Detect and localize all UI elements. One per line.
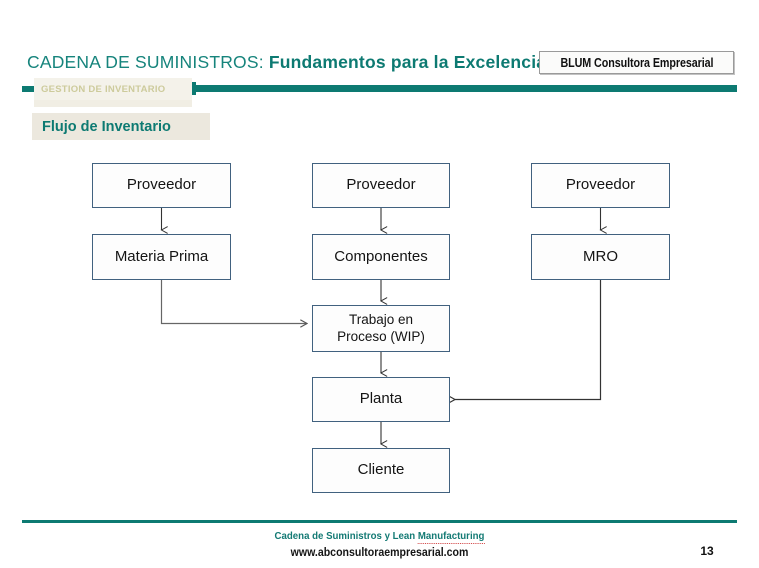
subtitle-banner: Flujo de Inventario: [32, 113, 210, 140]
section-tab-label: GESTION DE INVENTARIO: [41, 83, 166, 95]
flow-node-label: Materia Prima: [114, 247, 209, 265]
slide-header: CADENA DE SUMINISTROS: Fundamentos para …: [0, 0, 759, 150]
header-rule-bar: [196, 85, 737, 92]
brand-logo: BLUM Consultora Empresarial: [539, 51, 734, 74]
footer-course-title: Cadena de Suministros y Lean Manufacturi…: [30, 530, 728, 544]
page-title-bold: Fundamentos para la Excelencia: [268, 52, 547, 72]
edge-mro-planta: [455, 280, 602, 400]
header-rule-dash: [22, 86, 42, 92]
header-rule-tip: [192, 82, 196, 95]
flow-node-label: Proveedor: [126, 176, 197, 194]
brand-logo-label: BLUM Consultora Empresarial: [560, 55, 713, 70]
flow-node-proveedor-1[interactable]: Proveedor: [92, 163, 231, 208]
flow-node-mro[interactable]: MRO: [531, 234, 670, 280]
footer-rule: [22, 520, 737, 523]
flow-node-label: Cliente: [357, 461, 405, 479]
footer-course-title-spellchecked: Manufacturing: [417, 530, 485, 544]
flow-node-label: Componentes: [334, 247, 428, 265]
page-number: 13: [700, 544, 714, 558]
section-tab-shadow: [34, 100, 192, 107]
footer-website-url: www.abconsultoraempresarial.com: [290, 547, 469, 559]
flow-node-label: Planta: [359, 390, 403, 408]
page-title-light: CADENA DE SUMINISTROS:: [27, 52, 264, 72]
flow-node-label: Proveedor: [565, 176, 636, 194]
page-title: CADENA DE SUMINISTROS: Fundamentos para …: [27, 52, 546, 73]
flow-node-label-line-1: Trabajo en: [348, 312, 414, 328]
flow-node-label: Proveedor: [346, 176, 416, 194]
flow-node-planta[interactable]: Planta: [312, 377, 450, 422]
subtitle-banner-label: Flujo de Inventario: [42, 118, 171, 135]
flow-node-label-line-2: Proceso (WIP): [337, 328, 425, 344]
flow-node-label: MRO: [583, 247, 618, 265]
section-tab: GESTION DE INVENTARIO: [34, 78, 192, 100]
footer-course-title-prefix: Cadena de Suministros y Lean: [274, 530, 418, 542]
flow-node-cliente[interactable]: Cliente: [312, 448, 450, 493]
flow-node-proveedor-2[interactable]: Proveedor: [312, 163, 450, 208]
flow-node-componentes[interactable]: Componentes: [312, 234, 450, 280]
flow-node-materia-prima[interactable]: Materia Prima: [92, 234, 231, 280]
slide-footer: Cadena de Suministros y Lean Manufacturi…: [0, 512, 759, 568]
edge-materia-wip: [160, 280, 308, 324]
flow-node-proveedor-3[interactable]: Proveedor: [531, 163, 670, 208]
